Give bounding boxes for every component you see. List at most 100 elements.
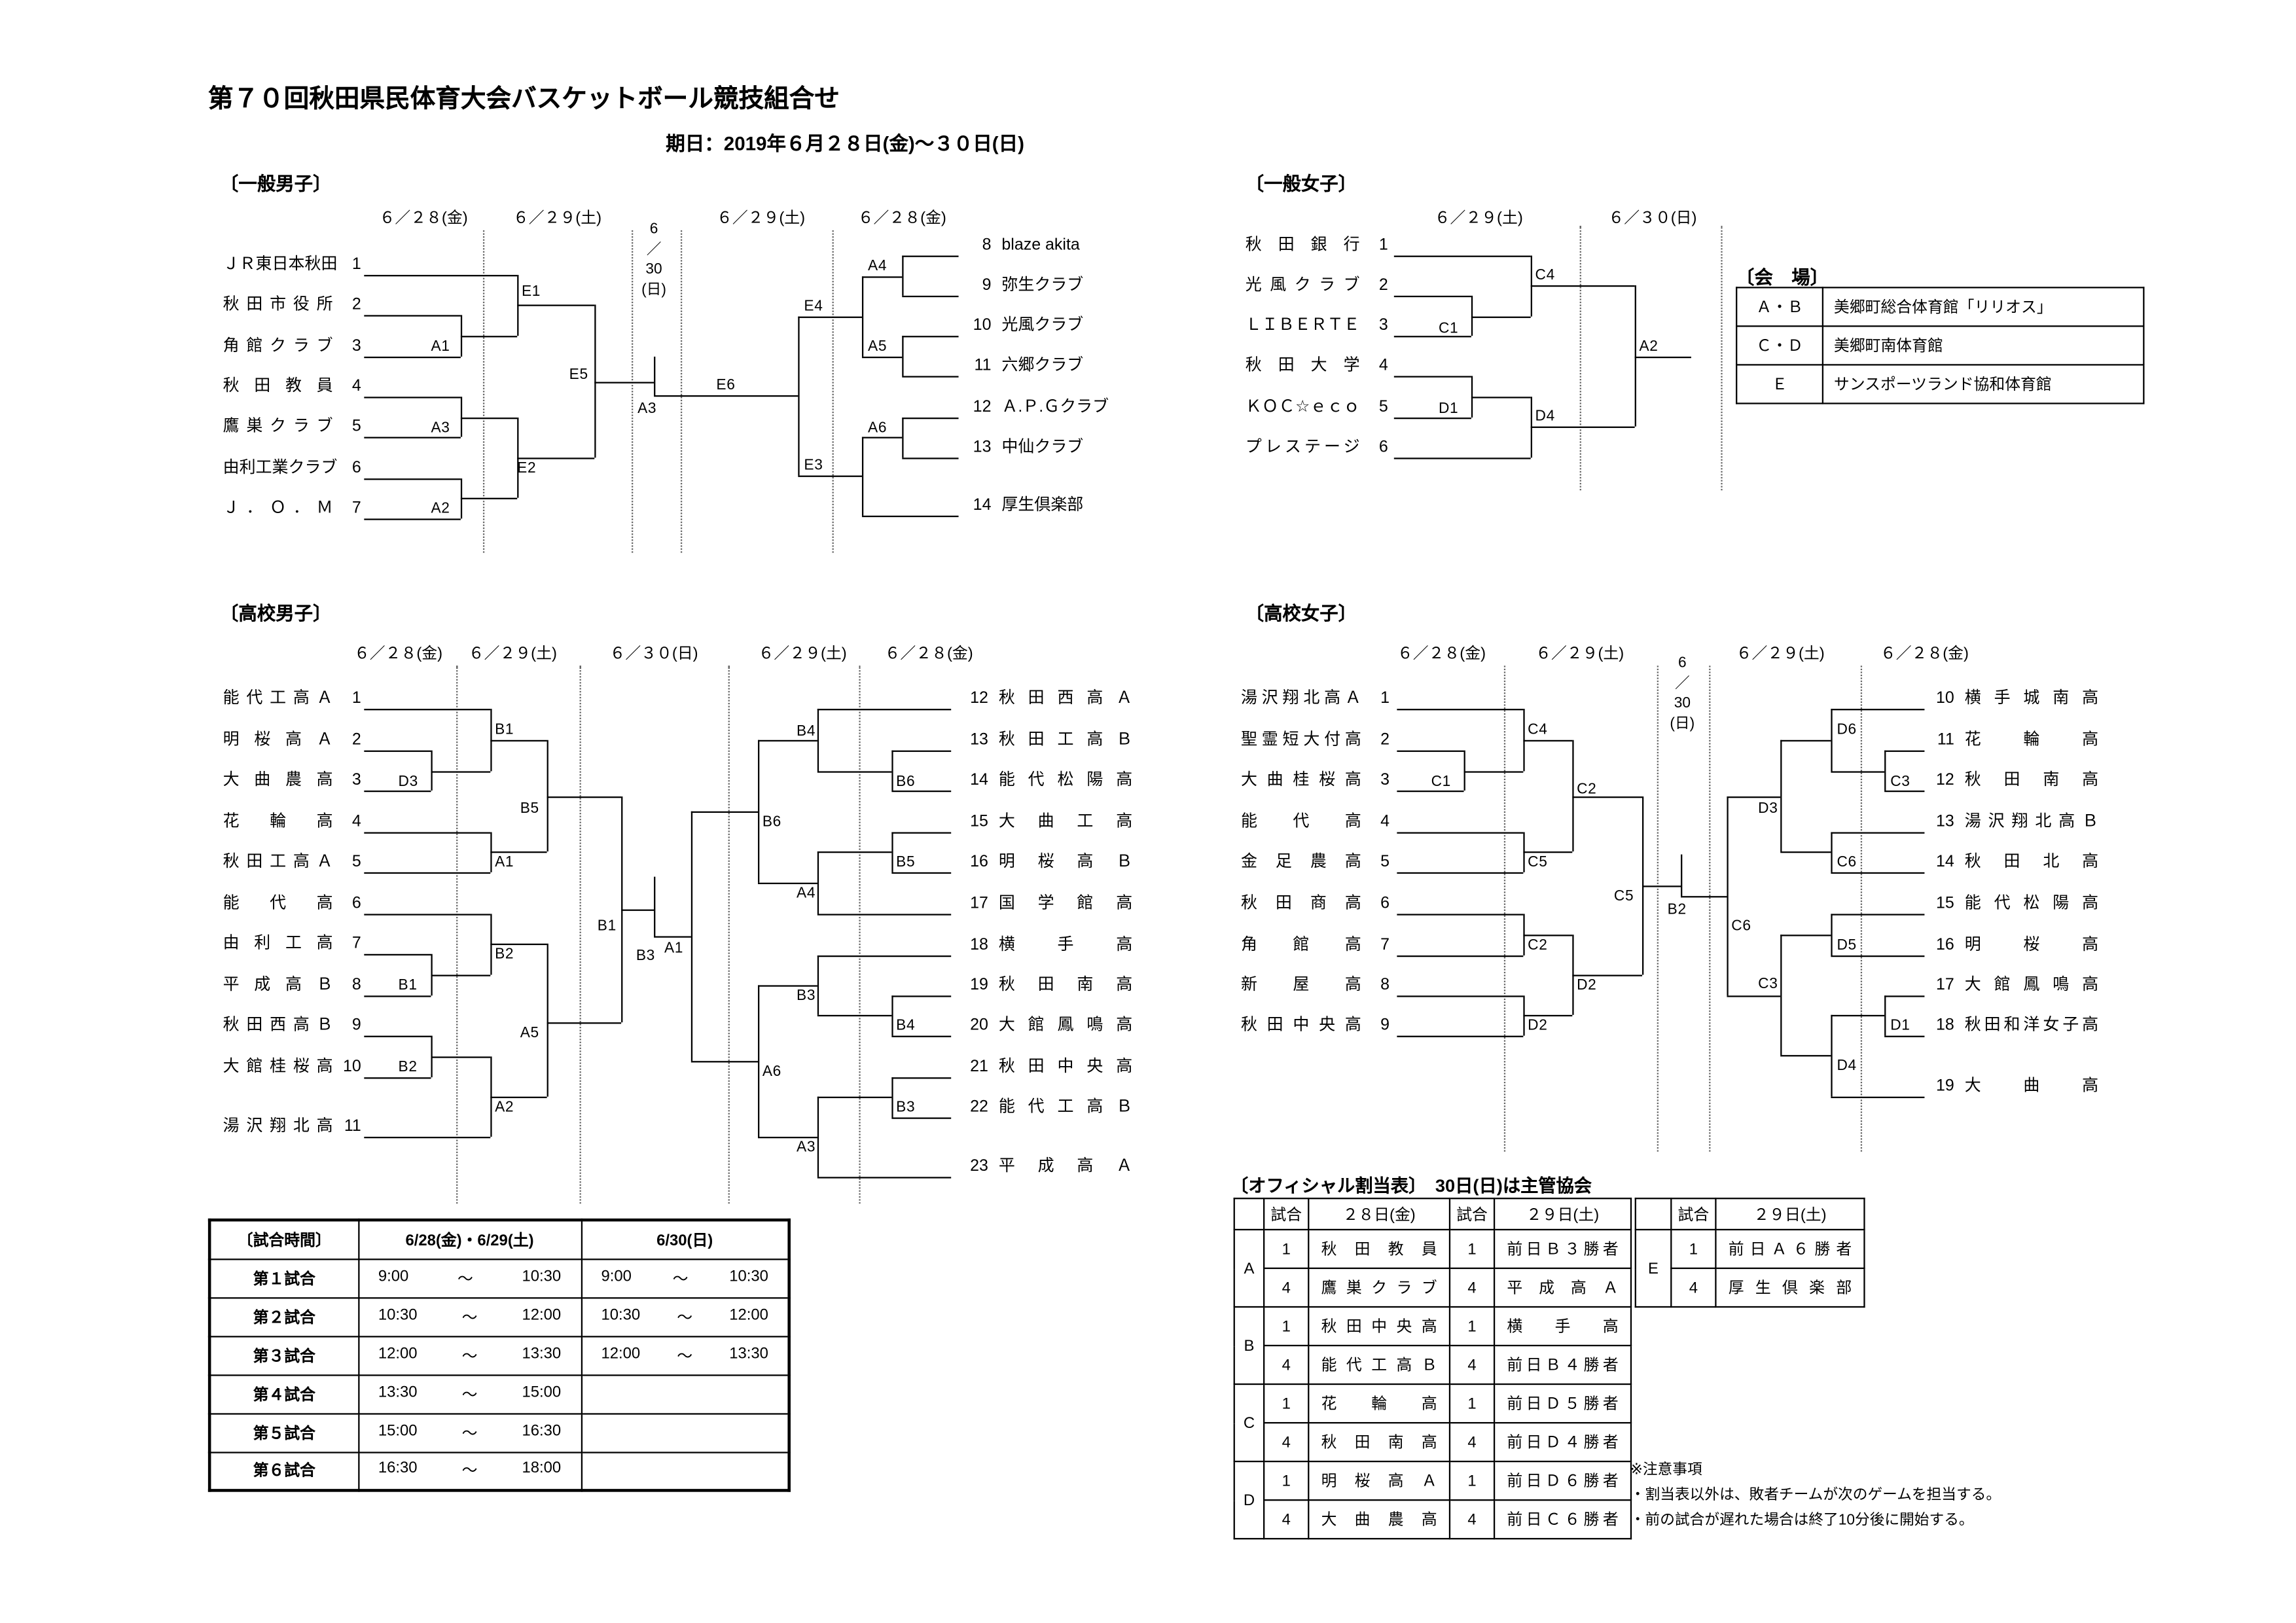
bracket-line (861, 437, 903, 438)
bracket-line (1393, 255, 1531, 257)
section-label-hs-men: 〔高校男子〕 (220, 603, 332, 624)
official-team: 能代工高Ｂ (1308, 1344, 1451, 1385)
match-label: 第５試合 (209, 1412, 359, 1453)
bracket-line (621, 909, 655, 911)
time-end: 13:30 (729, 1344, 768, 1363)
bracket-line (891, 1077, 893, 1118)
bracket-line (547, 740, 548, 852)
seed-number: 3 (1380, 771, 1390, 789)
bracket-line (902, 336, 959, 338)
team-name: 厚生倶楽部 (1001, 496, 1084, 514)
bracket-line (1471, 397, 1531, 399)
bracket-line (547, 943, 548, 1097)
game-label: D5 (1837, 937, 1857, 954)
seed-number: 7 (351, 499, 361, 518)
team-name: 能代松陽高 (998, 771, 1133, 789)
bracket-line (1523, 740, 1573, 742)
game-label: D1 (1890, 1018, 1910, 1035)
match-label: 第２試合 (209, 1296, 359, 1337)
bracket-line (364, 315, 461, 317)
bracket-line (902, 376, 959, 378)
game-label: C4 (1535, 267, 1555, 284)
game-label: E6 (716, 377, 736, 394)
official-team: 前日Ｄ４勝者 (1493, 1421, 1632, 1463)
time-start: 12:00 (601, 1344, 641, 1363)
team-name: 湯沢翔北高Ｂ (1964, 813, 2099, 831)
game-label: B1 (398, 978, 418, 995)
center-date-line: ／ (1674, 675, 1690, 692)
seed-number: 14 (973, 496, 992, 514)
seed-number: 2 (351, 731, 361, 749)
team-name: 六郷クラブ (1001, 356, 1084, 375)
bracket-line (1523, 914, 1525, 955)
official-team: 明桜高Ａ (1308, 1460, 1451, 1501)
game-number: 1 (1263, 1228, 1310, 1270)
venues-label: 〔会 場〕 (1736, 267, 1829, 289)
seed-number: 13 (973, 438, 992, 457)
venue-name: 美郷町総合体育館「リリオス」 (1821, 287, 2145, 327)
bracket-line (1831, 1096, 1925, 1098)
seed-number: 2 (1378, 276, 1388, 294)
time-end: 16:30 (522, 1421, 562, 1440)
time-start: 9:00 (378, 1266, 409, 1285)
bracket-line (431, 750, 433, 791)
time-tilde: ～ (461, 1347, 478, 1365)
bracket-line (431, 954, 433, 996)
bracket-line (891, 832, 952, 834)
bracket-line (364, 275, 518, 277)
time-cell: 9:00～10:30 (357, 1258, 582, 1298)
game-label: E1 (521, 283, 541, 300)
team-name: 明桜高 (1964, 936, 2099, 954)
team-name: 湯沢翔北高 (223, 1117, 333, 1135)
column-header: ６／２９(土) (468, 645, 557, 663)
time-end: 13:30 (522, 1344, 562, 1363)
match-label: 第６試合 (209, 1451, 359, 1491)
time-tilde: ～ (461, 1385, 478, 1404)
seed-number: 12 (973, 398, 992, 416)
bracket-line (364, 872, 491, 874)
time-cell: 12:00～13:30 (357, 1335, 582, 1376)
game-label: A1 (495, 854, 514, 871)
seed-number: 8 (1380, 976, 1390, 995)
team-name: 秋田中央高 (1240, 1016, 1361, 1035)
game-label: A6 (762, 1063, 781, 1080)
dotted-divider (1657, 666, 1659, 1152)
seed-number: 4 (1380, 813, 1390, 831)
game-label: B3 (896, 1099, 916, 1116)
time-start: 13:30 (378, 1382, 418, 1401)
game-label: C1 (1431, 774, 1451, 791)
seed-number: 10 (342, 1058, 361, 1076)
bracket-line (1523, 935, 1573, 936)
team-name: 秋田教員 (223, 377, 333, 395)
page-title: 第７０回秋田県民体育大会バスケットボール競技組合せ (207, 84, 840, 113)
bracket-line (758, 985, 760, 1137)
column-header: ６／３０(日) (609, 645, 698, 663)
times-header: 6/30(日) (580, 1219, 790, 1260)
time-cell: 16:30～18:00 (357, 1451, 582, 1491)
game-label: B6 (762, 814, 781, 831)
seed-number: 4 (351, 813, 361, 831)
venue-name: サンスポーツランド協和体育館 (1821, 364, 2145, 404)
seed-number: 20 (970, 1016, 988, 1035)
bracket-line (364, 437, 461, 438)
bracket-line (460, 418, 518, 419)
bracket-line (891, 790, 952, 793)
game-label: A2 (495, 1099, 514, 1116)
seed-number: 22 (970, 1097, 988, 1116)
time-tilde: ～ (677, 1347, 693, 1365)
bracket-line (490, 1056, 492, 1137)
team-name: 光風クラブ (1245, 276, 1360, 294)
bracket-line (460, 397, 463, 437)
time-start: 16:30 (378, 1459, 418, 1478)
column-header: ６／２８(金) (1397, 645, 1486, 663)
